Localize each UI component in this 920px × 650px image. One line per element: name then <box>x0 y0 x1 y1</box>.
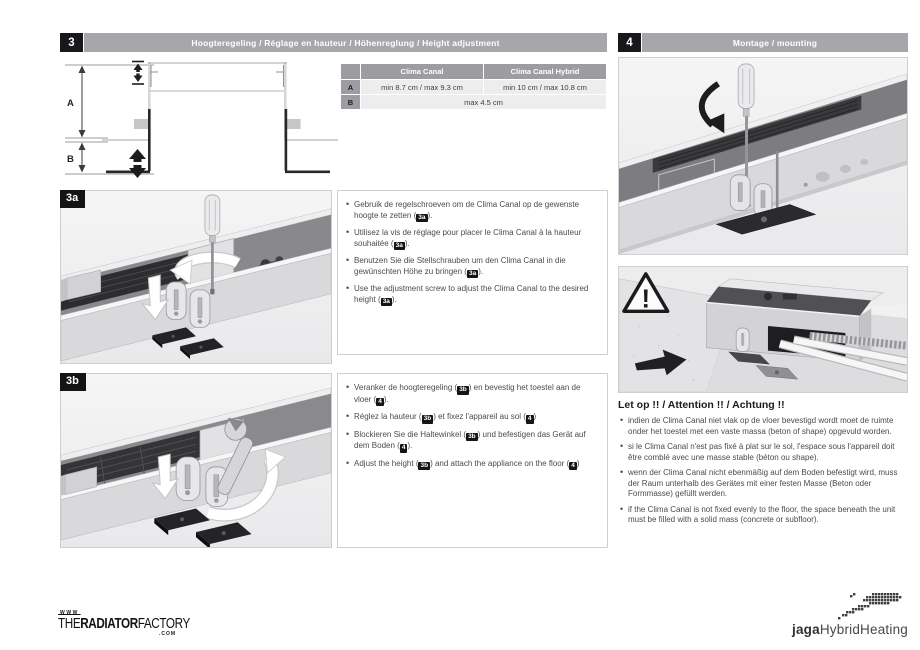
heater-fins <box>652 95 862 173</box>
radiator-factory-radiator: RADIATOR <box>80 615 138 632</box>
spec-table: Clima Canal Clima Canal Hybrid A min 8.7… <box>340 63 607 110</box>
row-a-label: A <box>341 80 360 94</box>
foot-bracket <box>728 327 799 380</box>
jaga-product: HybridHeating <box>819 622 908 637</box>
down-arrow-icon <box>141 274 170 321</box>
figure-3a-badge: 3a <box>60 190 86 208</box>
jaga-wordmark: jagaHybridHeating <box>738 622 908 637</box>
instruction-item: Veranker de hoogteregeling (3b) en beves… <box>346 382 599 406</box>
step-badge: 4 <box>376 397 384 406</box>
step-badge: 3b <box>466 432 478 441</box>
wrench-icon <box>217 417 254 495</box>
instruction-item: Utilisez la vis de réglage pour placer l… <box>346 227 599 251</box>
row-b-label: B <box>341 95 360 109</box>
section-3-number: 3 <box>60 33 83 52</box>
diagram-label-a: A <box>67 98 74 109</box>
height-bracket-plates <box>165 281 211 328</box>
instruction-item: Réglez la hauteur (3b) et fixez l'appare… <box>346 411 599 424</box>
step-badge: 3b <box>421 415 434 424</box>
table-header-row: Clima Canal Clima Canal Hybrid <box>341 64 606 79</box>
duct-stub <box>61 269 102 302</box>
radiator-factory-logo: WWW THERADIATORFACTORY .COM <box>58 610 227 637</box>
dimension-a: A <box>65 64 154 139</box>
figure-4-mounting-illustration <box>619 58 907 254</box>
figure-3a: 3a <box>60 190 332 364</box>
step-badge: 3a <box>380 297 392 307</box>
figure-3b-badge: 3b <box>60 373 86 391</box>
down-arrow-icon <box>150 453 180 500</box>
row-b-value: max 4.5 cm <box>361 95 606 109</box>
table-row-b: B max 4.5 cm <box>341 95 606 109</box>
figure-3b: 3b <box>60 373 332 548</box>
right-arrow-icon <box>634 349 687 376</box>
jaga-mosaic-icon <box>838 593 902 620</box>
radiator-factory-the: THE <box>58 614 81 632</box>
foot-brackets <box>152 327 224 360</box>
instruction-item: Adjust the height (3b) and attach the ap… <box>346 458 599 470</box>
instructions-3a-box: Gebruik de regelschroeven om de Clima Ca… <box>337 190 608 355</box>
turn-arrow-icon <box>698 81 725 134</box>
up-down-adjust-icon <box>132 60 144 85</box>
section-4-number: 4 <box>618 33 641 52</box>
warning-block: Let op !! / Attention !! / Achtung !! in… <box>618 399 909 531</box>
step-badge: 3a <box>393 241 405 251</box>
warning-list: indien de Clima Canal niet vlak op de vl… <box>618 415 909 526</box>
figure-3a-illustration <box>61 191 331 363</box>
row-a-clima-canal-hybrid: min 10 cm / max 10.8 cm <box>484 80 606 94</box>
instructions-3a-list: Gebruik de regelschroeven om de Clima Ca… <box>346 199 599 307</box>
step-badge: 3b <box>457 386 469 395</box>
section-3-title: Hoogteregeling / Réglage en hauteur / Hö… <box>84 33 607 52</box>
instructions-3b-box: Veranker de hoogteregeling (3b) en beves… <box>337 373 608 548</box>
step-badge: 3b <box>418 461 431 470</box>
step-badge: 3a <box>416 213 428 223</box>
instruction-item: wenn der Clima Canal nicht ebenmäßig auf… <box>620 467 909 500</box>
instructions-3b-list: Veranker de hoogteregeling (3b) en beves… <box>346 382 599 470</box>
foot-brackets <box>154 508 252 547</box>
threaded-rod <box>775 151 779 223</box>
section-3-header: 3 Hoogteregeling / Réglage en hauteur / … <box>60 33 607 52</box>
radiator-factory-factory: FACTORY <box>137 615 191 632</box>
figure-4-floor-warning: ! <box>618 266 908 393</box>
jaga-logo: jagaHybridHeating <box>738 591 908 637</box>
warning-mark: ! <box>642 285 651 313</box>
height-adjustment-diagram: A B <box>62 57 338 189</box>
up-down-arrows-icon <box>129 149 146 178</box>
figure-4-floor-illustration: ! <box>619 267 907 392</box>
floor-base-plate <box>715 204 817 235</box>
jaga-brand: jaga <box>792 622 820 637</box>
step-badge: 4 <box>569 461 577 470</box>
instruction-item: si le Clima Canal n'est pas fixé à plat … <box>620 441 909 463</box>
step-badge: 4 <box>525 415 534 424</box>
row-a-clima-canal: min 8.7 cm / max 9.3 cm <box>361 80 483 94</box>
instruction-item: Blockieren Sie die Haltewinkel (3b) und … <box>346 429 599 453</box>
rotate-arrow-icon <box>169 251 241 285</box>
instruction-item: if the Clima Canal is not fixed evenly t… <box>620 504 909 526</box>
section-4-title: Montage / mounting <box>642 33 908 52</box>
step-badge: 3a <box>466 269 479 279</box>
table-header-empty <box>341 64 360 79</box>
warning-triangle-icon: ! <box>622 272 670 313</box>
cable-holes <box>803 158 869 187</box>
connection-pipes <box>778 331 907 382</box>
duct-stub <box>61 466 98 496</box>
instruction-item: indien de Clima Canal niet vlak op de vl… <box>620 415 909 437</box>
instruction-item: Gebruik de regelschroeven om de Clima Ca… <box>346 199 599 223</box>
warning-title: Let op !! / Attention !! / Achtung !! <box>618 399 785 411</box>
figure-4-mounting <box>618 57 908 255</box>
instruction-item: Use the adjustment screw to adjust the C… <box>346 283 599 307</box>
figure-3b-illustration <box>61 374 331 547</box>
rotate-arrow-icon <box>205 448 287 522</box>
radiator-factory-com: .COM <box>158 631 176 637</box>
step-badge: 4 <box>399 444 408 453</box>
radiator-factory-wordmark: THERADIATORFACTORY <box>58 614 191 632</box>
screwdriver-icon <box>204 194 221 295</box>
radiator-factory-www: WWW <box>60 610 79 616</box>
instruction-item: Benutzen Sie die Stellschrauben um den C… <box>346 255 599 279</box>
table-header-clima-canal: Clima Canal <box>361 64 483 79</box>
section-4-header: 4 Montage / mounting <box>618 33 908 52</box>
table-header-clima-canal-hybrid: Clima Canal Hybrid <box>484 64 606 79</box>
diagram-label-b: B <box>67 154 74 165</box>
table-row-a: A min 8.7 cm / max 9.3 cm min 10 cm / ma… <box>341 80 606 94</box>
